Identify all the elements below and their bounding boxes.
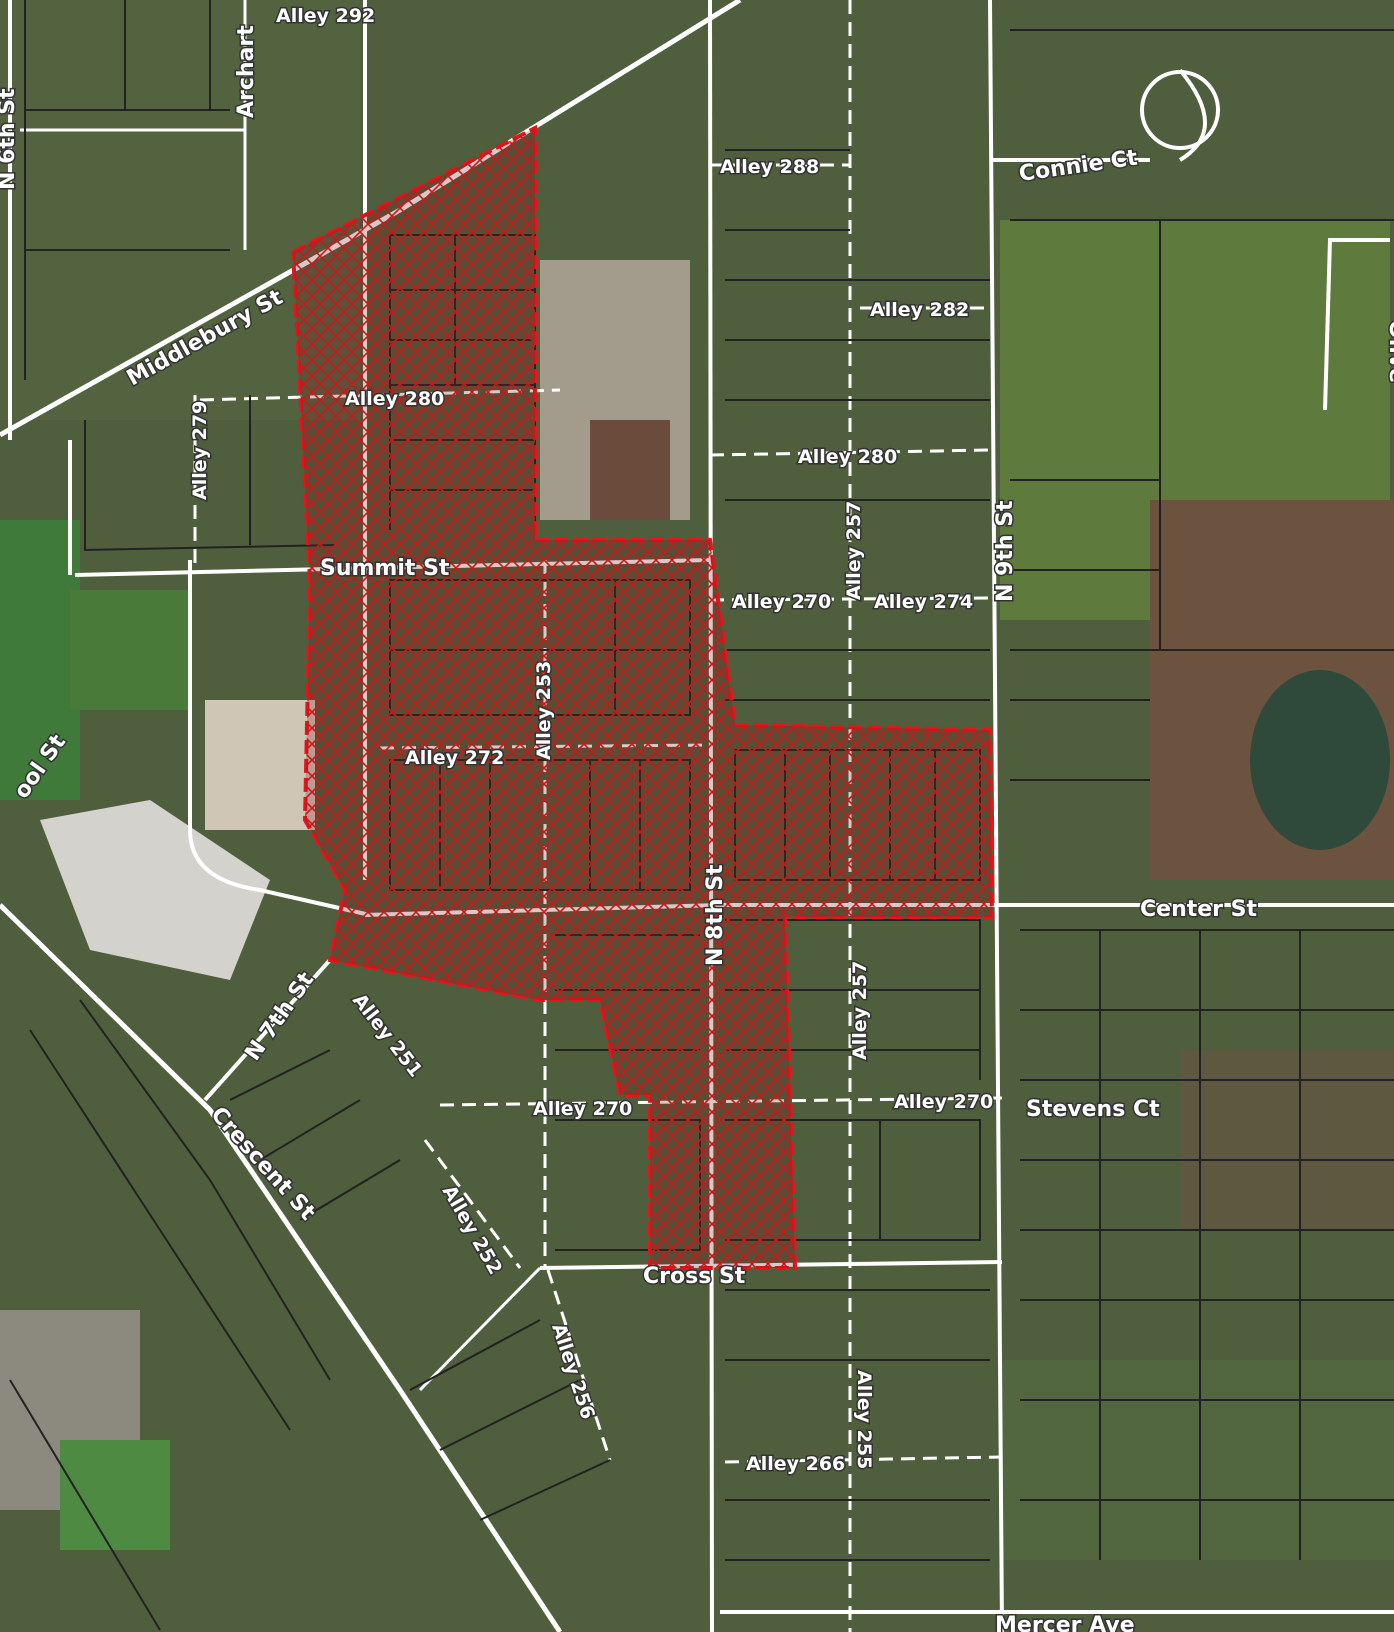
parcel-boundaries [9, 0, 1394, 1631]
label-summit-st: Summit St [320, 556, 450, 581]
label-alley-280-east: Alley 280 [798, 446, 897, 468]
label-n-8th-st: N 8th St [703, 864, 728, 966]
label-cross-st: Cross St [643, 1264, 746, 1289]
label-alley-280-west: Alley 280 [345, 388, 444, 410]
label-alley-292: Alley 292 [276, 5, 375, 27]
label-alley-288: Alley 288 [720, 156, 819, 178]
label-alley-279: Alley 279 [189, 401, 211, 500]
label-alley-257-south: Alley 257 [849, 961, 871, 1060]
label-alley-266: Alley 266 [746, 1453, 845, 1475]
label-center-st: Center St [1140, 897, 1258, 922]
label-stevens-ct: Stevens Ct [1026, 1097, 1160, 1122]
label-alley-272: Alley 272 [405, 747, 504, 769]
label-alley-270-north: Alley 270 [732, 591, 831, 613]
label-alley-282: Alley 282 [870, 299, 969, 321]
label-alley-270-south: Alley 270 [533, 1098, 632, 1120]
label-alley-253: Alley 253 [533, 661, 555, 760]
label-olive: Olive [1384, 320, 1394, 383]
highlighted-district-tint [293, 128, 992, 1268]
label-n-6th-st: N 6th St [0, 88, 20, 190]
label-alley-274: Alley 274 [874, 591, 973, 613]
label-alley-255: Alley 255 [853, 1370, 875, 1469]
label-n-9th-st: N 9th St [993, 500, 1018, 602]
label-mercer-ave: Mercer Ave [995, 1613, 1135, 1632]
highlighted-district[interactable] [290, 124, 995, 1270]
label-alley-257-north: Alley 257 [843, 501, 865, 600]
label-archart: Archart [234, 25, 259, 118]
label-alley-270-east: Alley 270 [894, 1091, 993, 1113]
